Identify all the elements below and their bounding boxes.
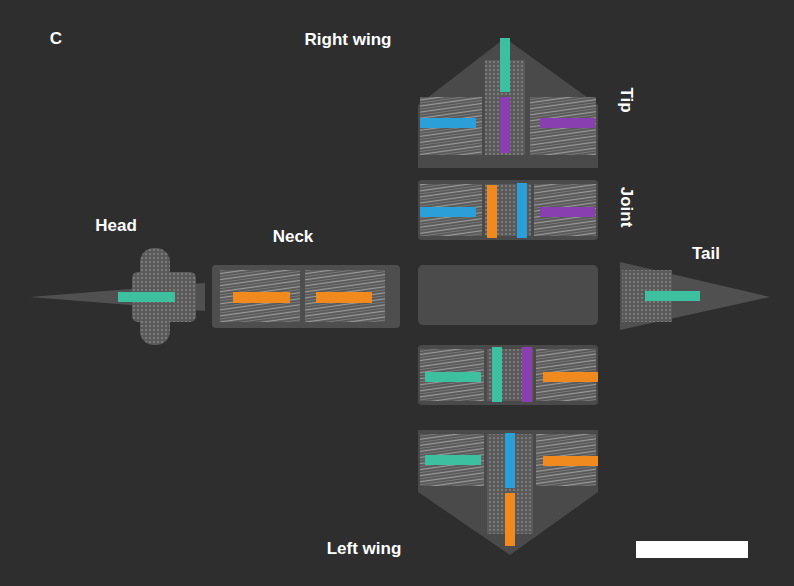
part-name: Joint xyxy=(618,187,635,228)
scale-bar xyxy=(636,541,748,558)
left-wing-tip xyxy=(418,430,598,555)
right-wing-tip xyxy=(418,38,598,168)
tail-part xyxy=(620,262,770,330)
part-name: Tail xyxy=(692,245,720,262)
part-name: Tip xyxy=(618,87,635,112)
head-part xyxy=(30,248,205,345)
neck-part xyxy=(212,265,400,328)
part-name: Left wing xyxy=(327,540,402,557)
panel-letter: C xyxy=(50,30,62,47)
body-part xyxy=(418,265,598,325)
part-name: Neck xyxy=(273,228,314,245)
right-wing-joint xyxy=(418,180,598,240)
part-name: Head xyxy=(95,217,137,234)
part-name: Right wing xyxy=(305,31,392,48)
left-wing-joint xyxy=(418,345,598,405)
